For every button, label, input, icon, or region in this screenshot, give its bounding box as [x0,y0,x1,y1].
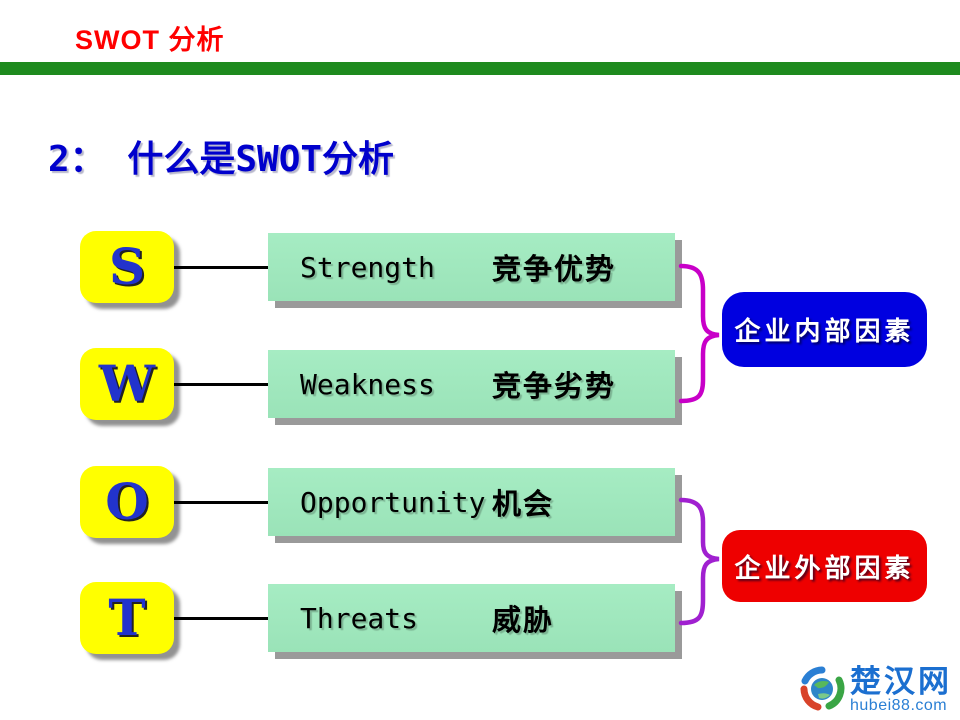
connector-line-o [174,501,268,504]
header-title: SWOT 分析 [75,25,225,55]
item-label-en-threats: Threats [300,601,419,635]
slide-title: 2： 什么是SWOT分析 [48,139,395,180]
letter-box-t: T [80,582,174,654]
letter-box-w: W [80,348,174,420]
item-box-strength: Strength 竞争优势 [268,233,675,301]
connector-line-t [174,617,268,620]
item-label-en-opportunity: Opportunity [300,485,486,519]
logo-name: 楚汉网 [850,664,952,699]
header-divider-bar [0,62,960,75]
item-box-opportunity: Opportunity 机会 [268,468,675,536]
item-label-zh-weakness: 竞争劣势 [492,371,617,403]
item-label-en-strength: Strength [300,250,435,284]
item-box-weakness: Weakness 竞争劣势 [268,350,675,418]
group-box-internal-factors: 企业内部因素 [722,292,927,367]
item-label-en-weakness: Weakness [300,367,435,401]
item-label-zh-threats: 威胁 [492,605,555,637]
logo: 楚汉网 hubei88.com [798,662,952,716]
letter-box-o: O [80,466,174,538]
item-label-zh-opportunity: 机会 [492,489,555,521]
brace-internal-factors [678,263,720,404]
logo-domain: hubei88.com [850,697,948,714]
item-label-zh-strength: 竞争优势 [492,254,617,286]
item-box-threats: Threats 威胁 [268,584,675,652]
brace-external-factors [678,497,720,626]
group-box-external-factors: 企业外部因素 [722,530,927,602]
letter-w: W [98,354,156,413]
connector-line-w [174,383,268,386]
group-label-internal: 企业内部因素 [734,317,915,347]
connector-line-s [174,266,268,269]
logo-text: 楚汉网 hubei88.com [850,662,952,715]
letter-s: S [108,237,146,296]
letter-t: T [108,588,146,647]
letter-o: O [105,472,149,531]
logo-globe-icon [800,666,845,711]
letter-box-s: S [80,231,174,303]
group-label-external: 企业外部因素 [734,553,915,584]
